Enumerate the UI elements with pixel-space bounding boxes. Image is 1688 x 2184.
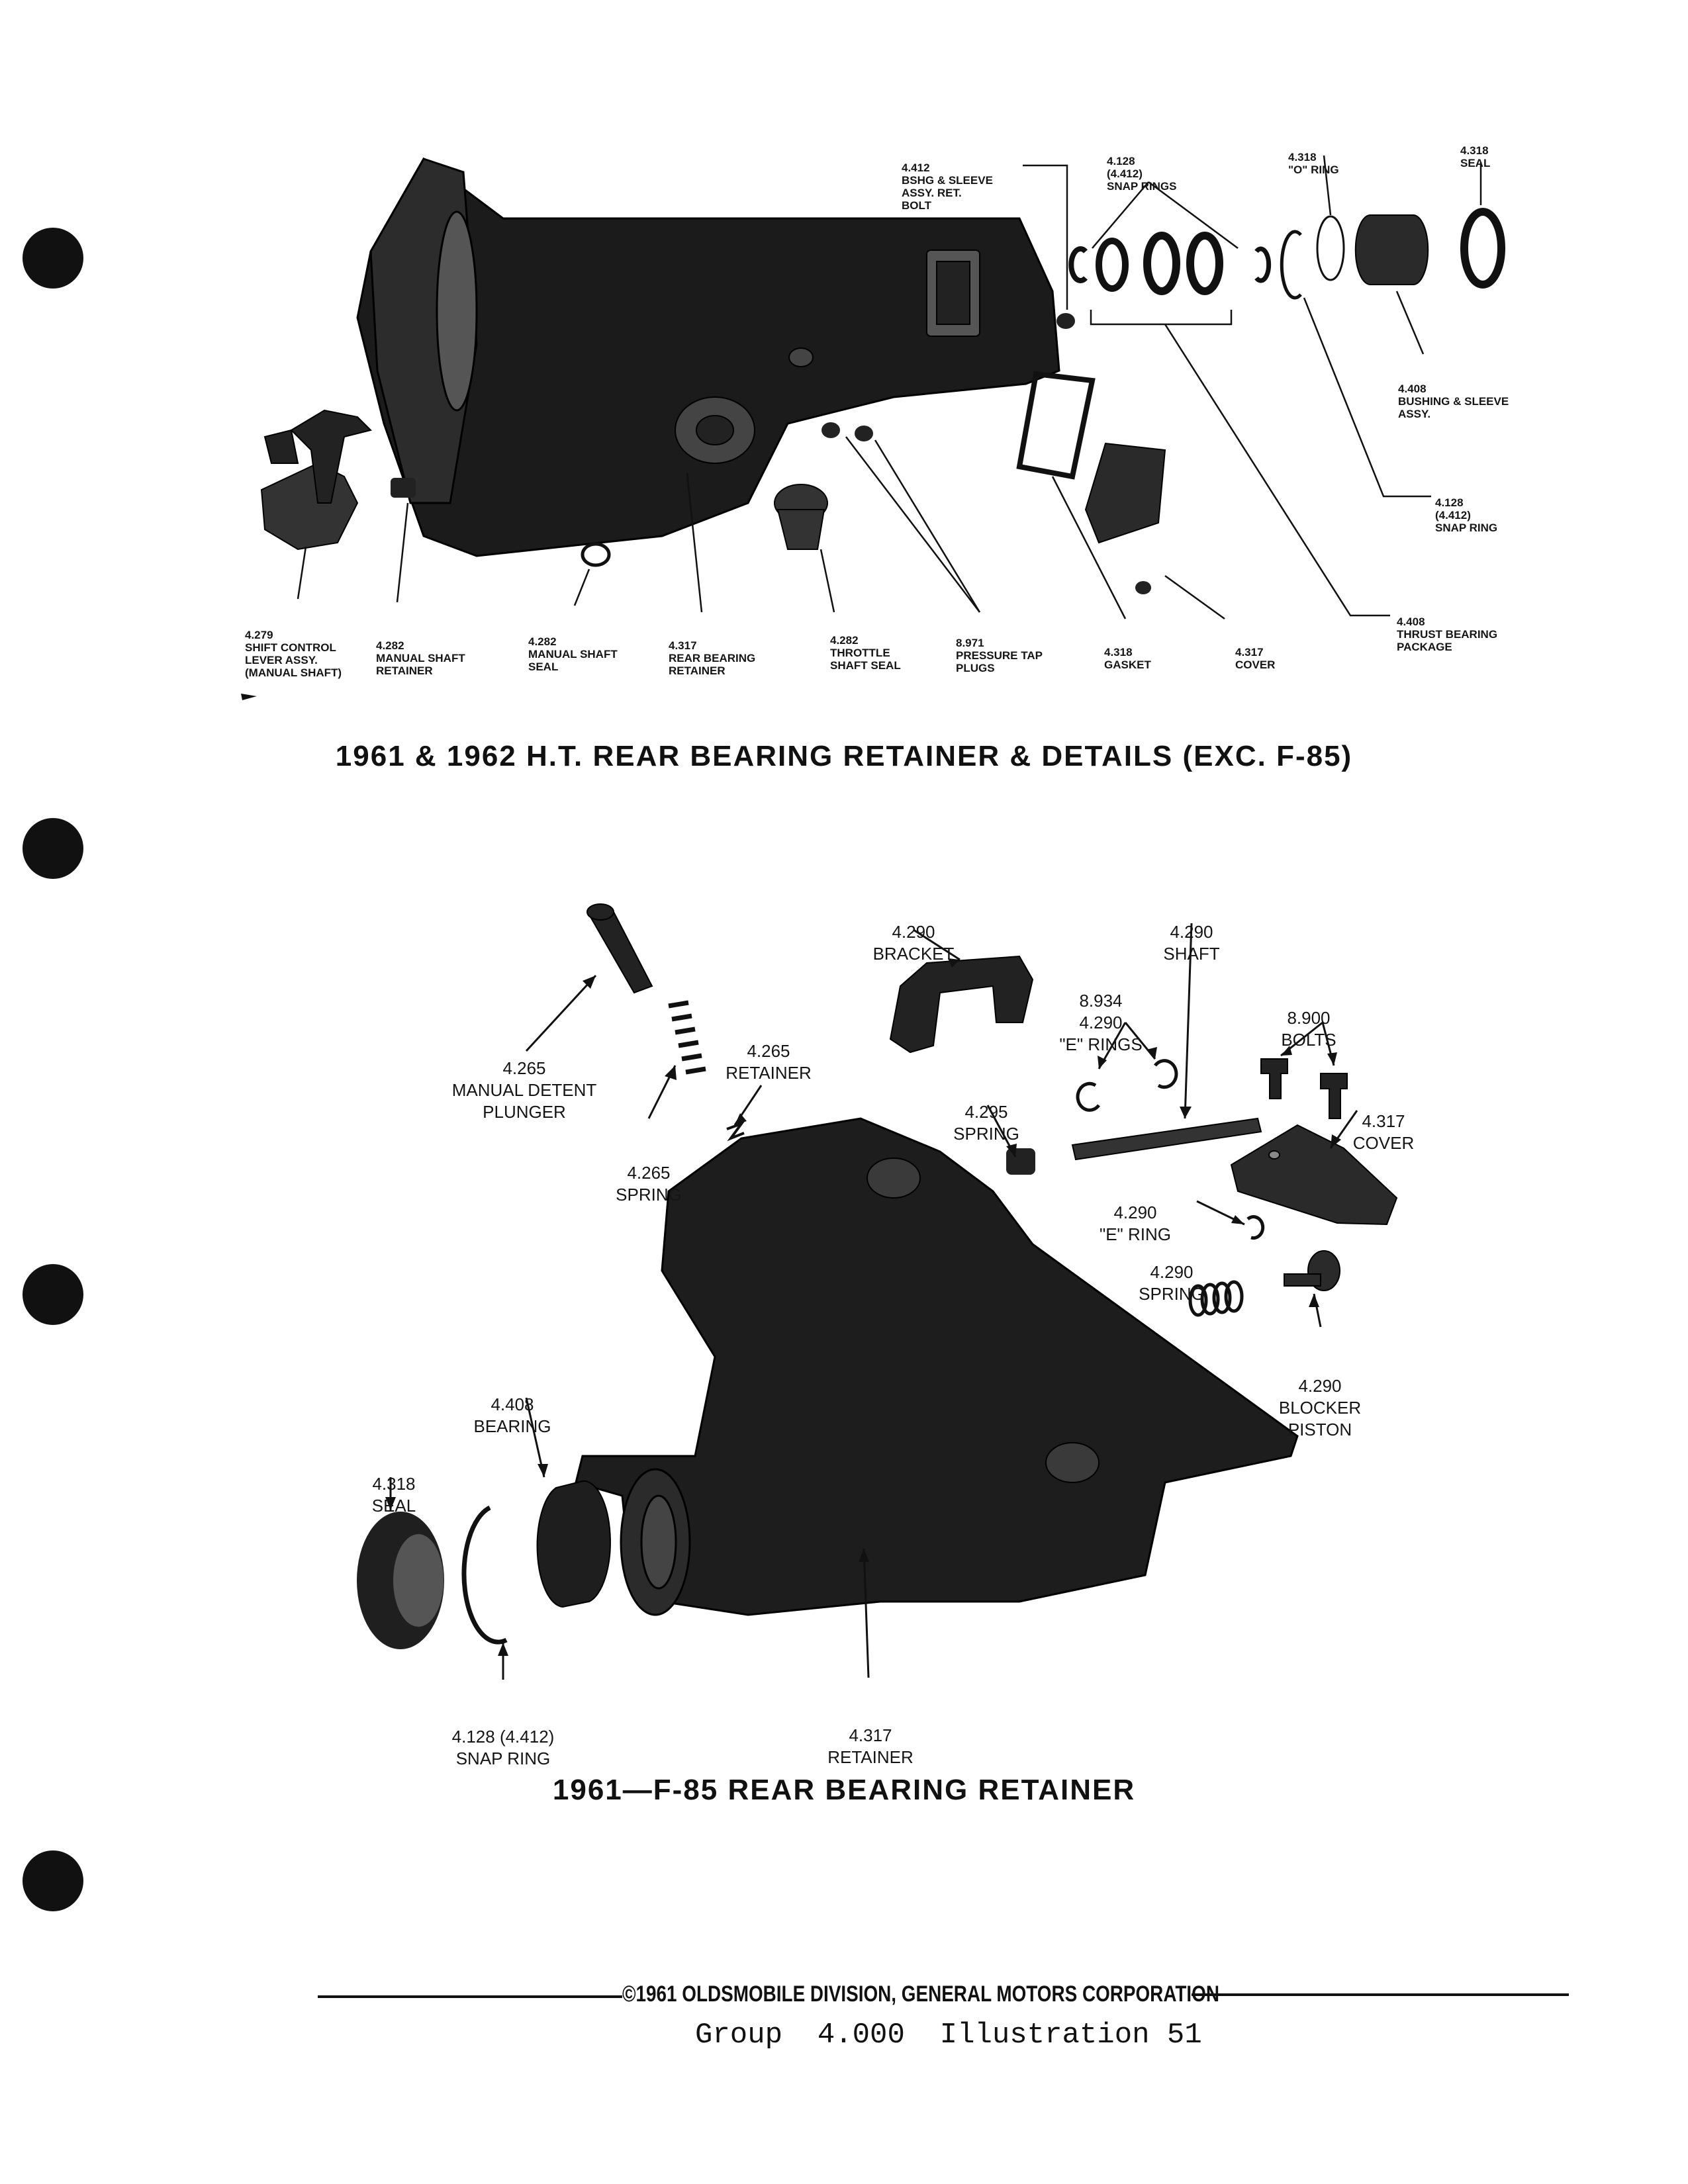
manual-shaft-retainer-drawing (391, 478, 416, 498)
throttle-seal-drawing (774, 484, 828, 550)
cover-plate-drawing (1230, 1124, 1398, 1226)
gasket-drawing (1016, 371, 1096, 480)
cover-bolt-drawing (1135, 581, 1151, 594)
binder-hole-2 (23, 818, 83, 879)
label-o-ring: 4.318"O" RING (1288, 151, 1339, 176)
bushing-sleeve-drawing (1354, 214, 1429, 285)
label-e-ring: 4.290"E" RING (1099, 1203, 1172, 1244)
retainer-clip-drawing (726, 1120, 745, 1142)
bracket-drawing (889, 955, 1034, 1054)
blocker-piston-drawing (1284, 1250, 1340, 1291)
spring-290-drawing (1188, 1280, 1244, 1317)
footer-corporation: ©1961 OLDSMOBILE DIVISION, GENERAL MOTOR… (622, 1981, 1219, 2007)
bearing-f85-drawing (536, 1480, 611, 1608)
binder-hole-3 (23, 1264, 83, 1325)
pressure-plug-2 (855, 426, 873, 441)
manual-shaft-seal-drawing (581, 542, 611, 567)
cover-drawing (1084, 442, 1166, 544)
footer-rule-left (318, 1995, 622, 1998)
bushing-bolt-drawing (1056, 313, 1075, 329)
f85-retainer-drawing (575, 1117, 1299, 1616)
shaft-drawing (1071, 1117, 1262, 1161)
label-snap-ring-f85: 4.128 (4.412)SNAP RING (451, 1727, 555, 1768)
label-snap-ring-top: 4.128(4.412)SNAP RING (1435, 496, 1498, 534)
label-snap-rings: 4.128(4.412)SNAP RINGS (1107, 155, 1177, 193)
pressure-plug-1 (821, 422, 840, 438)
snap-ring-f85-drawing (461, 1505, 508, 1645)
figure1-title: 1961 & 1962 H.T. REAR BEARING RETAINER &… (335, 740, 1353, 772)
spring-265-drawing (668, 1000, 706, 1075)
figure2-title: 1961—F-85 REAR BEARING RETAINER (552, 1774, 1136, 1806)
detent-plunger-drawing (586, 903, 653, 994)
seal-f85-drawing (357, 1512, 444, 1649)
footer-rule-right (1192, 1993, 1569, 1996)
binder-hole-1 (23, 228, 83, 289)
binder-hole-4 (23, 1850, 83, 1911)
shift-lever-drawing (260, 409, 372, 551)
footer-group-illustration: Group 4.000 Illustration 51 (695, 2019, 1202, 2052)
transmission-case-drawing (356, 157, 1060, 557)
